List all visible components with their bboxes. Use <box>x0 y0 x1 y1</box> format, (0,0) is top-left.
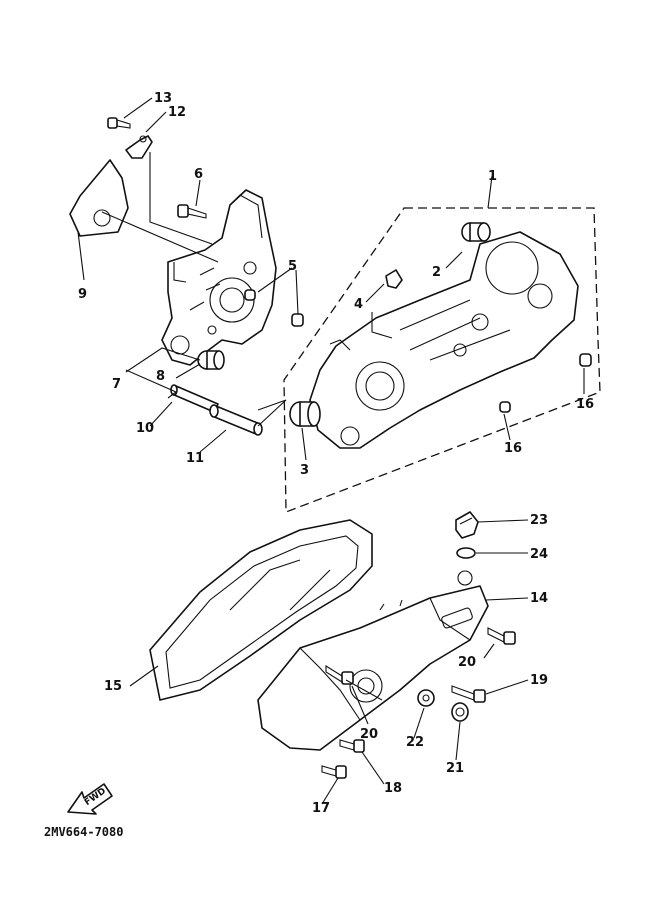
bolt-19 <box>451 685 486 703</box>
callout-2: 2 <box>432 265 441 280</box>
callout-5: 5 <box>288 259 297 274</box>
callout-1: 1 <box>488 169 497 184</box>
oil-filler-plug-23 <box>455 511 479 539</box>
callout-24: 24 <box>530 547 548 562</box>
bearing-3 <box>289 401 321 427</box>
washer-22 <box>417 689 435 707</box>
callout-10: 10 <box>136 421 154 436</box>
leader-lines <box>77 97 585 805</box>
callout-20a: 20 <box>458 655 476 670</box>
callout-23: 23 <box>530 513 548 528</box>
bolt-18 <box>339 739 365 753</box>
dowel-16-upper <box>579 353 592 367</box>
dowel-2 <box>461 222 491 242</box>
callout-15: 15 <box>104 679 122 694</box>
callout-20b: 20 <box>360 727 378 742</box>
callout-4: 4 <box>354 297 363 312</box>
callout-21: 21 <box>446 761 464 776</box>
bolt-6 <box>177 204 207 219</box>
bolt-13 <box>107 117 131 129</box>
dowel-16-lower <box>499 401 511 413</box>
callout-7: 7 <box>112 377 121 392</box>
callout-labels: 13 12 6 9 5 7 8 10 11 1 2 4 3 16 16 23 2… <box>78 91 594 816</box>
bolt-20-upper <box>487 627 516 645</box>
callout-14: 14 <box>530 591 548 606</box>
clip-12 <box>125 135 153 159</box>
assembly-1-dashed-outline <box>283 207 601 513</box>
callout-19: 19 <box>530 673 548 688</box>
bolt-17 <box>321 765 347 779</box>
crankcase-right-half <box>309 231 579 449</box>
bolt-21 <box>451 702 469 722</box>
callout-12: 12 <box>168 105 186 120</box>
bracket-4 <box>385 269 403 289</box>
callout-9: 9 <box>78 287 87 302</box>
callout-8: 8 <box>156 369 165 384</box>
pipe-11 <box>209 404 263 436</box>
callout-22: 22 <box>406 735 424 750</box>
callout-3: 3 <box>300 463 309 478</box>
gasket-15 <box>149 519 373 701</box>
o-ring-24 <box>456 547 476 559</box>
callout-11: 11 <box>186 451 204 466</box>
callout-17: 17 <box>312 801 330 816</box>
callout-13: 13 <box>154 91 172 106</box>
plate-9 <box>69 159 129 237</box>
bolt-20-lower <box>325 665 354 685</box>
callout-18: 18 <box>384 781 402 796</box>
callout-16b: 16 <box>504 441 522 456</box>
fwd-arrow-icon: FWD <box>67 783 113 815</box>
crankcase-cover-14 <box>257 570 489 751</box>
callout-6: 6 <box>194 167 203 182</box>
oil-seal-8 <box>197 350 225 370</box>
drawing-code: 2MV664-7080 <box>44 825 123 839</box>
callout-16a: 16 <box>576 397 594 412</box>
crankcase-left-half <box>161 189 277 366</box>
